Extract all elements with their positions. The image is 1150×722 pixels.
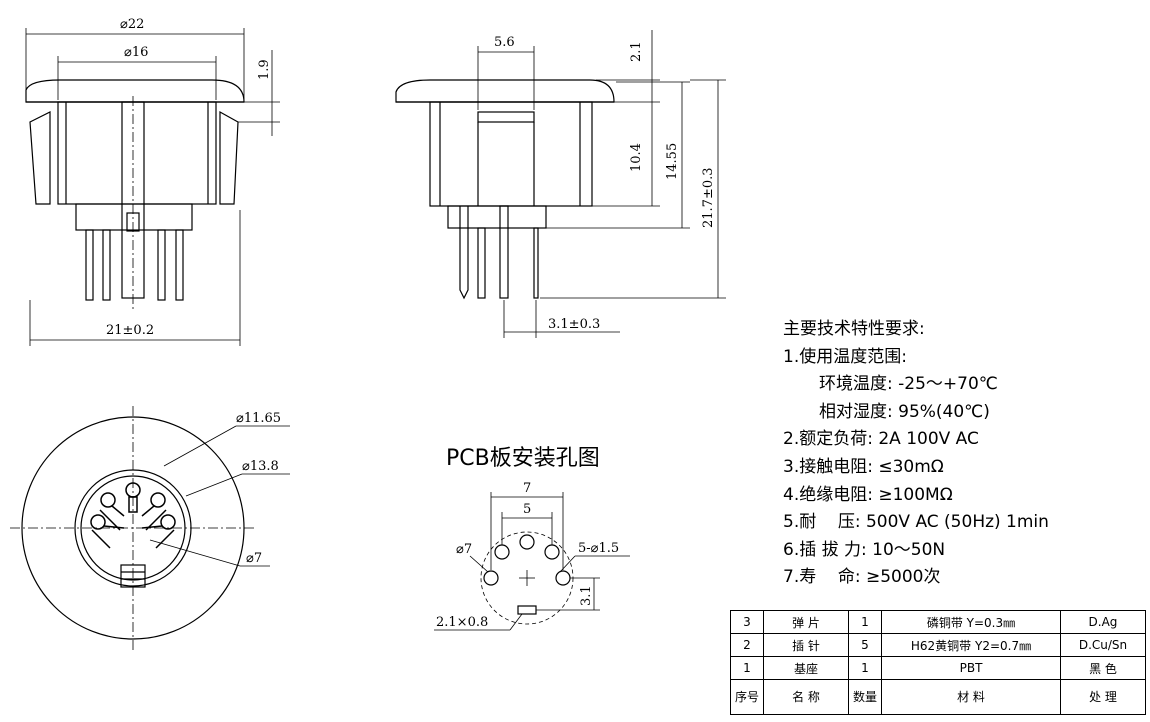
- dim-w56: 5.6: [494, 35, 515, 50]
- bom-material: PBT: [881, 656, 1061, 680]
- bom-header-finish: 处 理: [1060, 679, 1146, 715]
- bom-header-no: 序号: [730, 679, 764, 715]
- req-temp-ambient: 环境温度: -25～+70℃: [819, 374, 998, 395]
- req-item-2: 2.额定负荷: 2A 100V AC: [783, 429, 979, 450]
- bom-finish: D.Ag: [1060, 610, 1146, 634]
- bom-name: 弹 片: [763, 610, 849, 634]
- side-view: [395, 30, 726, 338]
- bom-qty: 5: [848, 633, 882, 657]
- req-item-4: 4.绝缘电阻: ≥100MΩ: [783, 484, 953, 505]
- bom-no: 1: [730, 656, 764, 680]
- dim-h104: 10.4: [629, 143, 644, 172]
- bom-name: 基座: [763, 656, 849, 680]
- req-item-5: 5.耐 压: 500V AC (50Hz) 1min: [783, 512, 1049, 533]
- requirements-heading: 主要技术特性要求:: [783, 319, 925, 339]
- bom-material: 磷铜带 Y=0.3㎜: [881, 610, 1061, 634]
- pcb-layout: [434, 492, 630, 631]
- dim-d16: ⌀16: [124, 45, 148, 60]
- req-item-3: 3.接触电阻: ≤30mΩ: [783, 456, 944, 477]
- bom-material: H62黄铜带 Y2=0.7㎜: [881, 633, 1061, 657]
- pcb-dim-7: 7: [523, 481, 531, 496]
- dim-h21: 2.1: [629, 41, 644, 62]
- dim-h19: 1.9: [257, 59, 272, 80]
- bill-of-materials: 3 弹 片 1 磷铜带 Y=0.3㎜ D.Ag 2 插 针 5 H62黄铜带 Y…: [730, 610, 1146, 715]
- bom-header-qty: 数量: [848, 679, 882, 715]
- bom-header-name: 名 称: [763, 679, 849, 715]
- bom-row: 3 弹 片 1 磷铜带 Y=0.3㎜ D.Ag: [730, 610, 1146, 634]
- dim-w21: 21±0.2: [106, 323, 154, 338]
- bom-header-row: 序号 名 称 数量 材 料 处 理: [730, 679, 1146, 715]
- dim-d7: ⌀7: [246, 551, 262, 566]
- bom-no: 2: [730, 633, 764, 657]
- bom-qty: 1: [848, 656, 882, 680]
- dim-d22: ⌀22: [120, 17, 144, 32]
- req-humidity: 相对湿度: 95%(40℃): [819, 401, 990, 422]
- pcb-title: PCB板安装孔图: [446, 446, 600, 471]
- bom-finish: 黑 色: [1060, 656, 1146, 680]
- bom-header-material: 材 料: [881, 679, 1061, 715]
- dim-h217: 21.7±0.3: [701, 167, 716, 228]
- pcb-dim-slot: 2.1×0.8: [436, 615, 488, 630]
- bom-row: 2 插 针 5 H62黄铜带 Y2=0.7㎜ D.Cu/Sn: [730, 633, 1146, 657]
- bottom-view: [10, 406, 290, 650]
- pcb-dim-h31: 3.1: [579, 585, 594, 606]
- req-item-6: 6.插 拔 力: 10～50N: [783, 539, 946, 560]
- req-item-1: 1.使用温度范围:: [783, 346, 907, 367]
- pcb-dim-5: 5: [523, 502, 531, 517]
- bom-name: 插 针: [763, 633, 849, 657]
- req-item-7: 7.寿 命: ≥5000次: [783, 567, 941, 588]
- technical-requirements: 主要技术特性要求: 1.使用温度范围: 环境温度: -25～+70℃ 相对湿度:…: [783, 316, 1143, 592]
- bom-row: 1 基座 1 PBT 黑 色: [730, 656, 1146, 680]
- bom-qty: 1: [848, 610, 882, 634]
- bom-no: 3: [730, 610, 764, 634]
- dim-d138: ⌀13.8: [242, 459, 279, 474]
- front-view: [25, 28, 280, 346]
- dim-h1455: 14.55: [665, 143, 680, 180]
- bom-finish: D.Cu/Sn: [1060, 633, 1146, 657]
- dim-d1165: ⌀11.65: [236, 411, 281, 426]
- pcb-dim-d7: ⌀7: [456, 542, 472, 557]
- dim-w31: 3.1±0.3: [548, 317, 600, 332]
- pcb-dim-holes: 5-⌀1.5: [578, 541, 619, 556]
